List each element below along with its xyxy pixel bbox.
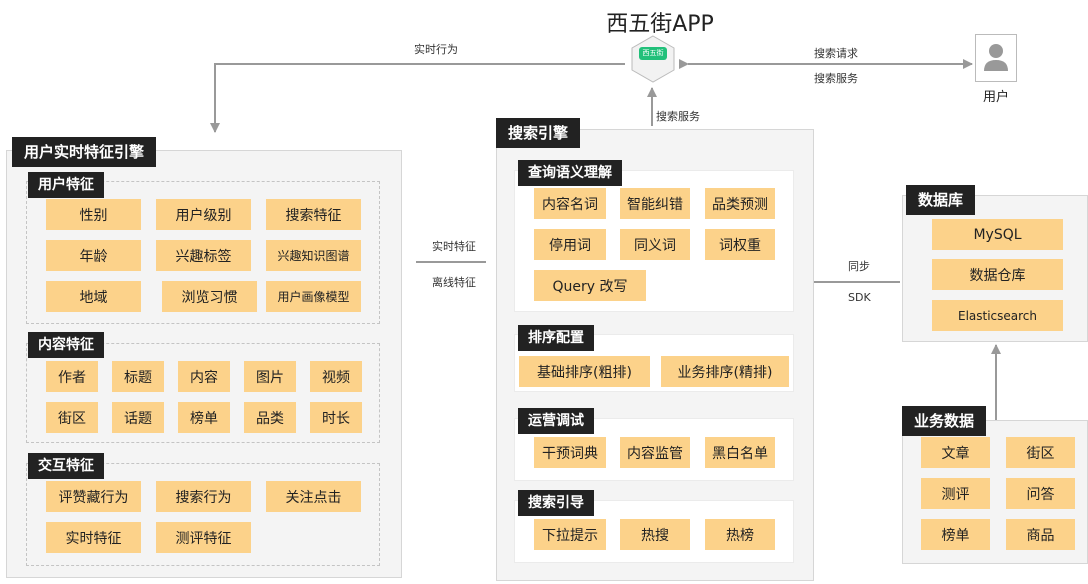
chip-user-level[interactable]: 用户级别: [156, 199, 251, 230]
ranking-title: 排序配置: [518, 325, 594, 351]
flow-label-search-service-top: 搜索服务: [814, 72, 858, 85]
chip-category[interactable]: 品类: [244, 402, 296, 433]
chip-biz-ranking[interactable]: 榜单: [921, 519, 990, 550]
chip-intervention-dict[interactable]: 干预词典: [534, 437, 606, 468]
chip-duration[interactable]: 时长: [310, 402, 362, 433]
app-logo-text: 西五街: [642, 49, 664, 57]
chip-elasticsearch[interactable]: Elasticsearch: [932, 300, 1063, 331]
chip-category-predict[interactable]: 品类预测: [705, 188, 775, 219]
chip-data-warehouse[interactable]: 数据仓库: [932, 259, 1063, 290]
flow-label-realtime-feature: 实时特征: [432, 240, 476, 253]
query-understanding-title: 查询语义理解: [518, 160, 622, 186]
chip-mysql[interactable]: MySQL: [932, 219, 1063, 250]
interaction-features-title: 交互特征: [28, 453, 104, 479]
user-engine-title: 用户实时特征引擎: [12, 137, 157, 167]
chip-user-portrait[interactable]: 用户画像模型: [266, 281, 361, 312]
guidance-title: 搜索引导: [518, 490, 594, 516]
flow-label-offline-feature: 离线特征: [432, 276, 476, 289]
chip-region[interactable]: 地域: [46, 281, 141, 312]
chip-gender[interactable]: 性别: [46, 199, 141, 230]
chip-smart-correction[interactable]: 智能纠错: [620, 188, 690, 219]
flow-label-search-request: 搜索请求: [814, 47, 858, 60]
chip-article[interactable]: 文章: [921, 437, 990, 468]
content-features-title: 内容特征: [28, 332, 104, 358]
interaction-features-group: [26, 463, 380, 566]
search-engine-title: 搜索引擎: [496, 118, 581, 148]
chip-topic[interactable]: 话题: [112, 402, 164, 433]
chip-follow-click[interactable]: 关注点击: [266, 481, 361, 512]
chip-like-save-behavior[interactable]: 评赞藏行为: [46, 481, 141, 512]
chip-title[interactable]: 标题: [112, 361, 164, 392]
chip-query-rewrite[interactable]: Query 改写: [534, 270, 646, 301]
chip-ranking[interactable]: 榜单: [178, 402, 230, 433]
chip-search-feature[interactable]: 搜索特征: [266, 199, 361, 230]
chip-content-monitor[interactable]: 内容监管: [620, 437, 690, 468]
flow-label-realtime-behavior: 实时行为: [414, 43, 458, 56]
content-features-group: [26, 343, 380, 443]
chip-hot-ranking[interactable]: 热榜: [705, 519, 775, 550]
business-data-title: 业务数据: [902, 406, 987, 436]
chip-review-feature[interactable]: 测评特征: [156, 522, 251, 553]
chip-interest-tag[interactable]: 兴趣标签: [156, 240, 251, 271]
user-features-title: 用户特征: [28, 172, 104, 198]
chip-hot-search[interactable]: 热搜: [620, 519, 690, 550]
database-title: 数据库: [906, 185, 976, 215]
user-features-group: [26, 181, 380, 324]
operations-title: 运营调试: [518, 408, 594, 434]
flow-label-search-service-up: 搜索服务: [656, 110, 700, 123]
chip-business-ranking[interactable]: 业务排序(精排): [661, 356, 789, 387]
chip-review[interactable]: 测评: [921, 478, 990, 509]
flow-label-sdk: SDK: [848, 291, 871, 304]
chip-basic-ranking[interactable]: 基础排序(粗排): [519, 356, 650, 387]
chip-dropdown-hint[interactable]: 下拉提示: [534, 519, 606, 550]
chip-stopwords[interactable]: 停用词: [534, 229, 606, 260]
app-icon[interactable]: [628, 34, 678, 84]
flow-label-sync: 同步: [848, 260, 870, 273]
chip-realtime-feature[interactable]: 实时特征: [46, 522, 141, 553]
chip-author[interactable]: 作者: [46, 361, 98, 392]
chip-district[interactable]: 街区: [46, 402, 98, 433]
arrow-realtime-behavior: [210, 63, 625, 133]
chip-blackwhite-list[interactable]: 黑白名单: [705, 437, 775, 468]
user-avatar-box[interactable]: [975, 34, 1017, 82]
user-icon: [984, 44, 1008, 71]
chip-product[interactable]: 商品: [1006, 519, 1075, 550]
chip-qa[interactable]: 问答: [1006, 478, 1075, 509]
chip-browse-habit[interactable]: 浏览习惯: [162, 281, 257, 312]
chip-age[interactable]: 年龄: [46, 240, 141, 271]
chip-content[interactable]: 内容: [178, 361, 230, 392]
chip-search-behavior[interactable]: 搜索行为: [156, 481, 251, 512]
chip-video[interactable]: 视频: [310, 361, 362, 392]
app-title: 西五街APP: [606, 12, 714, 37]
user-label: 用户: [982, 90, 1009, 105]
chip-image[interactable]: 图片: [244, 361, 296, 392]
chip-content-noun[interactable]: 内容名词: [534, 188, 606, 219]
chip-interest-graph[interactable]: 兴趣知识图谱: [266, 240, 361, 271]
chip-biz-district[interactable]: 街区: [1006, 437, 1075, 468]
chip-term-weight[interactable]: 词权重: [705, 229, 775, 260]
chip-synonyms[interactable]: 同义词: [620, 229, 690, 260]
